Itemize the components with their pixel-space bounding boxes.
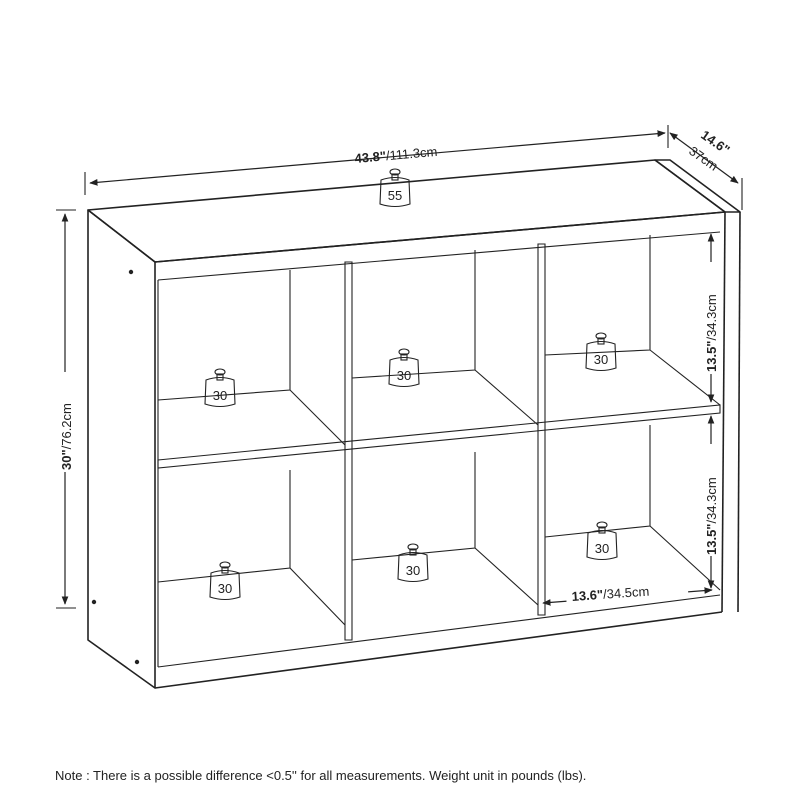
weight-cube-label: 30 [397,368,411,383]
weight-icon: 30 [204,368,236,408]
cube-width-inch: 13.6" [571,587,603,604]
width-metric: /111.3cm [385,144,438,163]
cube-height-upper-dimension: 13.5"/34.3cm [702,233,720,403]
width-inch: 43.8" [354,148,387,166]
weight-cube-label: 30 [218,581,232,596]
height-dimension: 30"/76.2cm [56,209,76,609]
weight-icon: 30 [397,543,429,583]
weight-icon: 30 [209,561,241,601]
height-inch: 30" [59,449,74,470]
cube-lower-metric: /34.3cm [704,477,719,523]
weight-cube-label: 30 [594,352,608,367]
svg-text:30"/76.2cm: 30"/76.2cm [59,403,74,470]
weight-icon: 30 [586,521,618,561]
cube-upper-metric: /34.3cm [704,294,719,340]
weight-top-label: 55 [388,188,402,203]
height-metric: /76.2cm [59,403,74,449]
svg-text:13.5"/34.3cm: 13.5"/34.3cm [704,294,719,372]
weight-cube-label: 30 [595,541,609,556]
width-dimension: 43.8"/111.3cm [84,125,669,195]
cube-lower-inch: 13.5" [704,524,719,555]
cube-width-dimension: 13.6"/34.5cm [542,579,713,606]
shelf-outline [87,159,741,689]
measurement-note: Note : There is a possible difference <0… [55,768,587,783]
weight-icon: 30 [388,348,420,388]
weight-cube-label: 30 [406,563,420,578]
weight-icon: 30 [585,332,617,372]
svg-text:13.6"/34.5cm: 13.6"/34.5cm [571,584,650,604]
weight-cube-label: 30 [213,388,227,403]
svg-text:43.8"/111.3cm: 43.8"/111.3cm [354,144,438,166]
cube-upper-inch: 13.5" [704,341,719,372]
svg-text:13.5"/34.3cm: 13.5"/34.3cm [704,477,719,555]
cube-width-metric: /34.5cm [603,584,650,602]
weight-icon: 55 [379,168,411,208]
cube-height-lower-dimension: 13.5"/34.3cm [702,415,720,589]
